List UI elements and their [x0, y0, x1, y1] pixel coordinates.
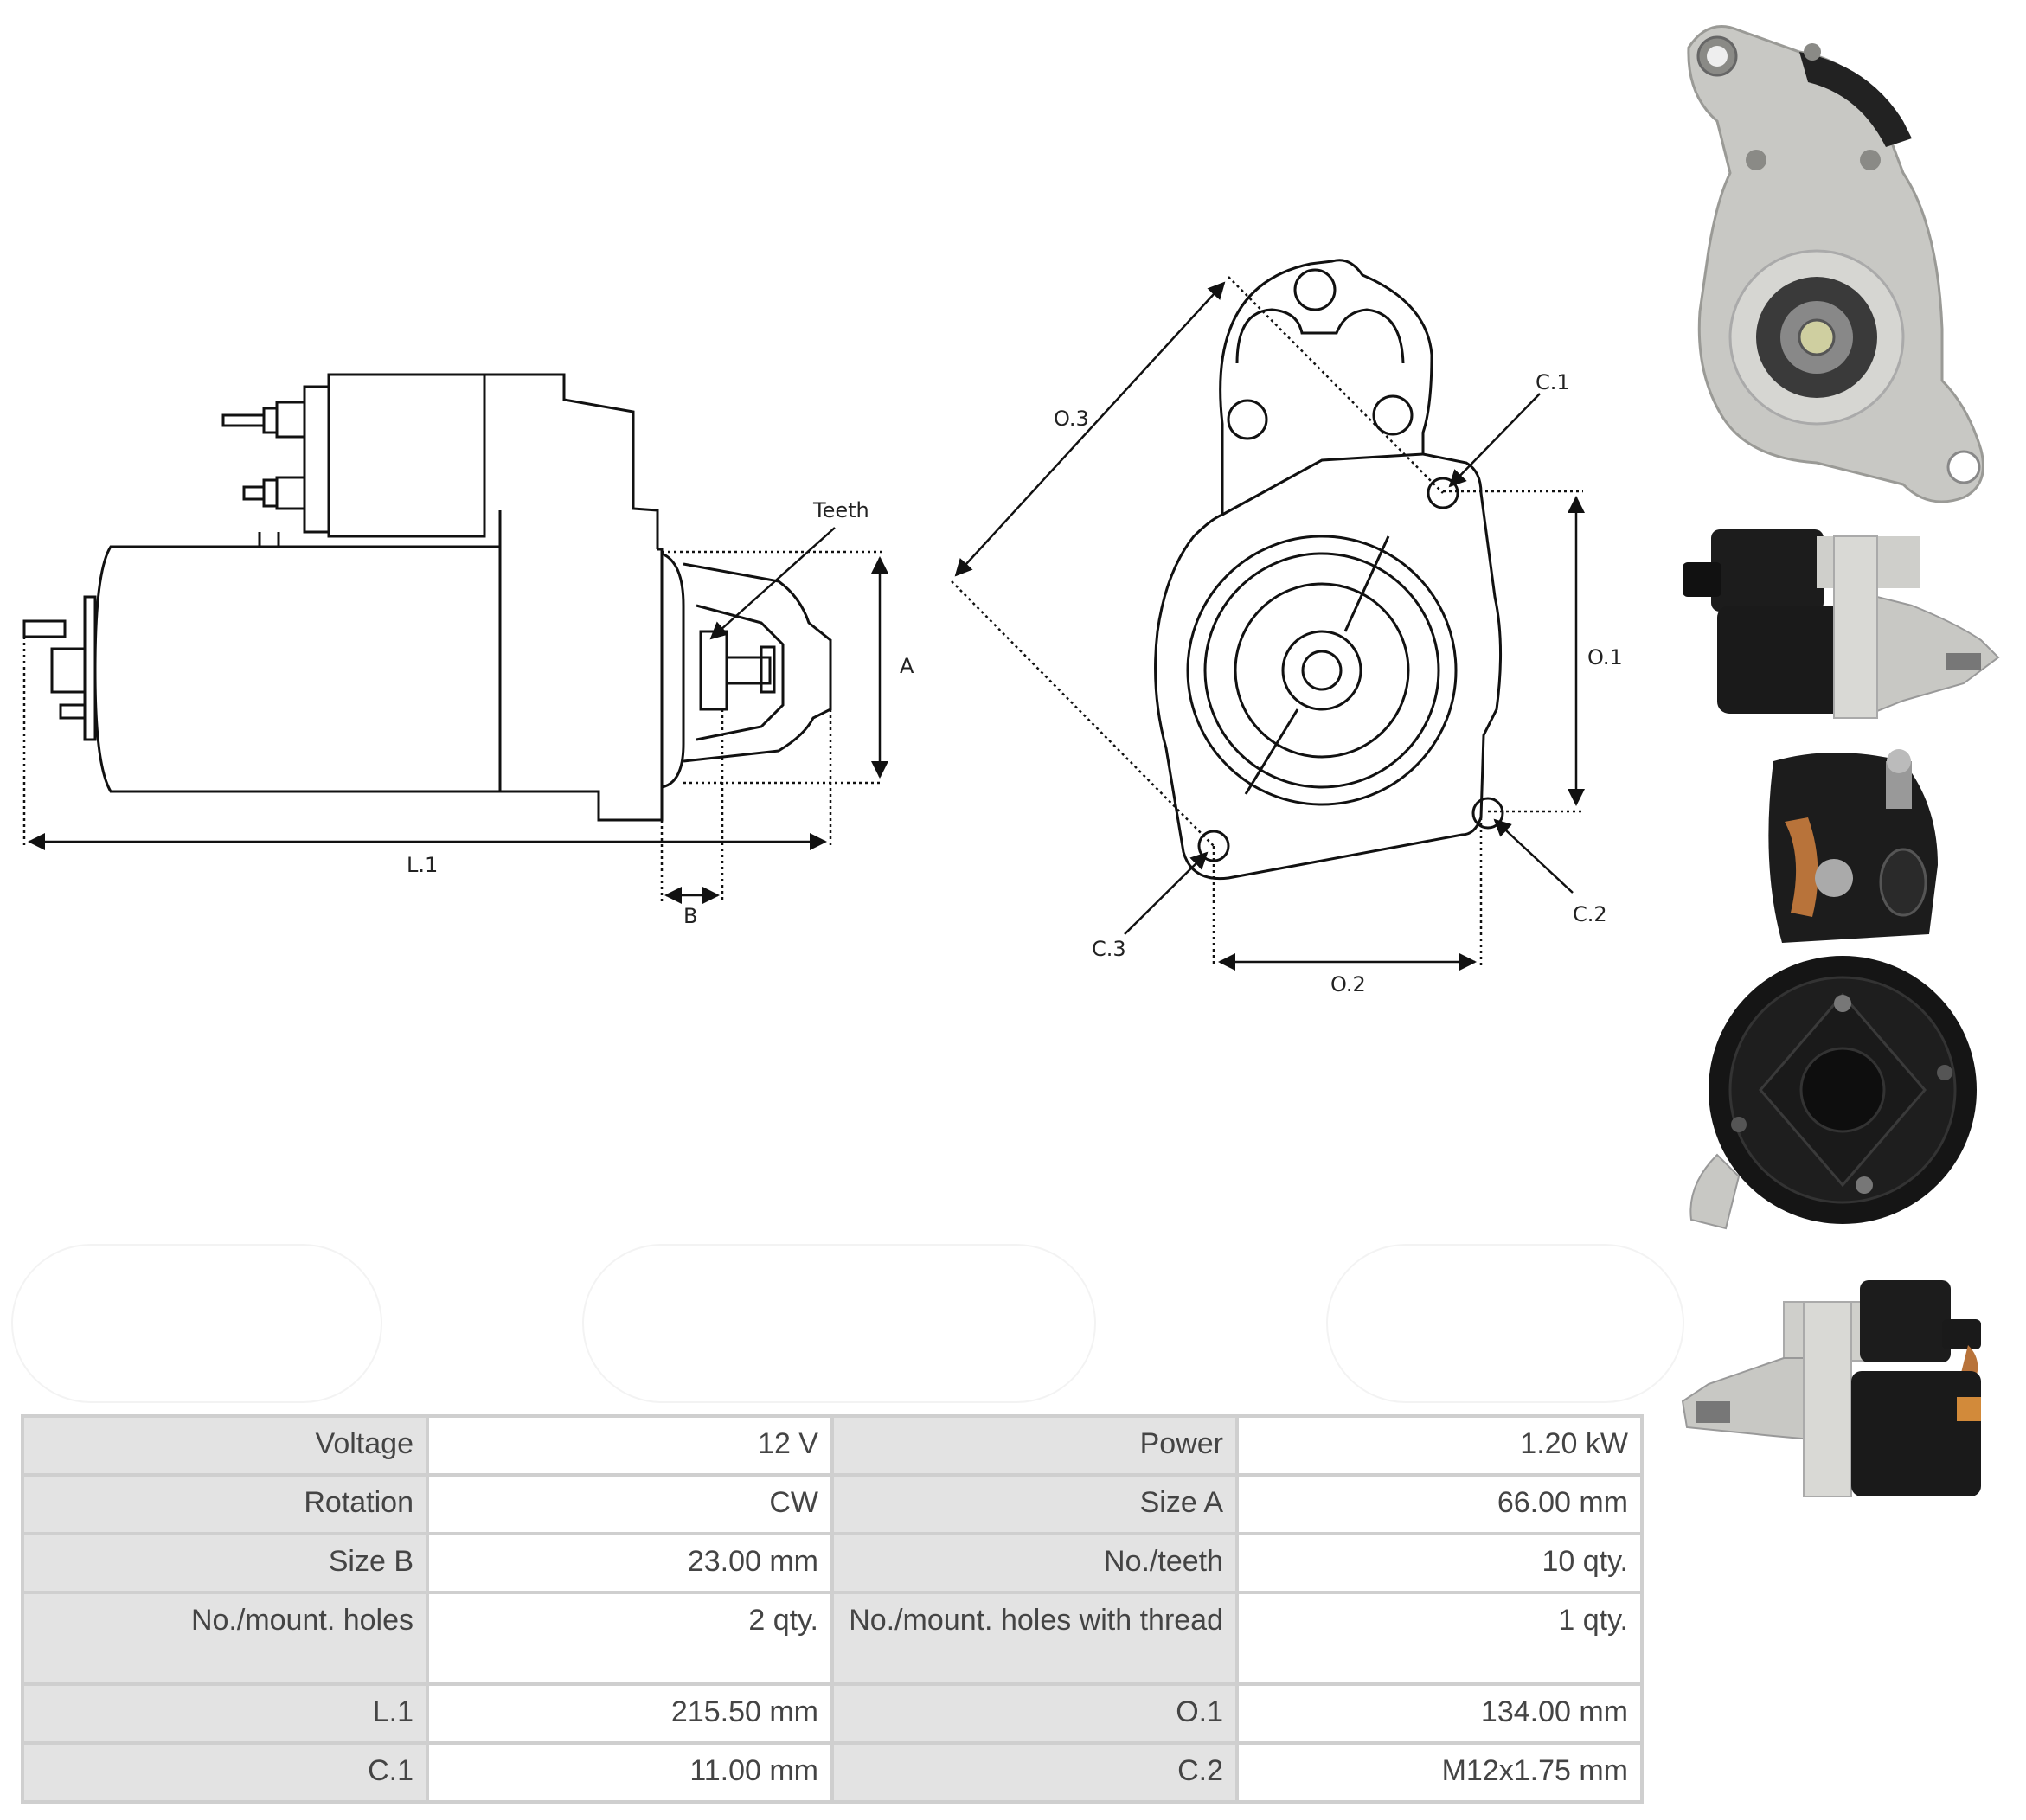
pinion-gear — [699, 630, 728, 711]
spec-label: No./mount. holes — [21, 1591, 429, 1686]
spec-table: Voltage 12 V Power 1.20 kW Rotation CW S… — [21, 1414, 1644, 1804]
housing-inner-ring — [1203, 552, 1440, 789]
terminal-stud-lower — [242, 476, 306, 510]
placeholder-shape-3 — [1328, 1246, 1683, 1401]
nose-flange — [661, 552, 685, 789]
placeholder-shape-2 — [584, 1246, 1094, 1401]
bore-ring — [1234, 582, 1410, 759]
teeth-label: Teeth — [812, 498, 869, 522]
c2-label: C.2 — [1573, 902, 1607, 926]
pinion-nose — [683, 562, 832, 763]
c3-leader — [1124, 851, 1209, 935]
pinion-shaft — [727, 656, 772, 685]
drive-housing-bottom — [500, 548, 664, 822]
mounting-flange — [1154, 259, 1503, 881]
table-row: C.1 11.00 mm C.2 M12x1.75 mm — [21, 1741, 1644, 1804]
shaft-boss — [1281, 630, 1362, 711]
spec-value: 23.00 mm — [426, 1532, 834, 1594]
spec-value: 134.00 mm — [1235, 1682, 1644, 1745]
spec-label: L.1 — [21, 1682, 429, 1745]
upper-left-hole — [1227, 399, 1268, 440]
spec-label: Size A — [830, 1473, 1239, 1535]
solenoid-foot — [258, 532, 280, 548]
dim-o3-ext-bottom — [951, 580, 1215, 847]
spec-value: CW — [426, 1473, 834, 1535]
end-cap — [83, 595, 97, 741]
pinion-collar — [760, 645, 776, 694]
terminal-stud-upper — [221, 401, 306, 439]
section-line — [1244, 535, 1390, 795]
dim-o1-label: O.1 — [1587, 645, 1623, 670]
spec-value: 66.00 mm — [1235, 1473, 1644, 1535]
brush-holder — [50, 647, 87, 694]
spec-value: 11.00 mm — [426, 1741, 834, 1804]
spec-label: Power — [830, 1414, 1239, 1477]
flange-lobe-inner — [1235, 308, 1405, 364]
teeth-leader — [709, 527, 836, 640]
spec-label: Voltage — [21, 1414, 429, 1477]
c2-leader — [1493, 818, 1574, 894]
spec-value: 10 qty. — [1235, 1532, 1644, 1594]
photo-drive-end — [1687, 25, 1984, 503]
spec-label: No./mount. holes with thread — [830, 1591, 1239, 1686]
motor-body — [93, 545, 502, 793]
table-row: No./mount. holes 2 qty. No./mount. holes… — [21, 1591, 1644, 1686]
photo-side-lower — [1681, 1280, 1981, 1497]
side-view: A L.1 B Teeth — [22, 373, 914, 928]
spec-value: 215.50 mm — [426, 1682, 834, 1745]
top-hole — [1293, 268, 1337, 311]
dim-a-label: A — [900, 654, 914, 678]
pinion-inner — [696, 604, 785, 741]
c3-label: C.3 — [1092, 937, 1126, 961]
shaft-bore — [1301, 650, 1343, 691]
dim-b-label: B — [683, 904, 697, 928]
c1-label: C.1 — [1536, 370, 1570, 394]
placeholder-shape-1 — [13, 1246, 381, 1401]
hole-c1 — [1427, 477, 1459, 509]
table-row: Rotation CW Size A 66.00 mm — [21, 1473, 1644, 1535]
spec-label: Rotation — [21, 1473, 429, 1535]
rear-bolt — [59, 703, 87, 720]
dim-o2-label: O.2 — [1330, 972, 1366, 997]
photo-commutator-end — [1689, 749, 1977, 1230]
spec-value: 1 qty. — [1235, 1591, 1644, 1686]
rear-stud — [22, 619, 67, 638]
table-row: Size B 23.00 mm No./teeth 10 qty. — [21, 1532, 1644, 1594]
upper-right-hole — [1372, 394, 1414, 436]
spec-label: C.1 — [21, 1741, 429, 1804]
solenoid-cap — [303, 385, 330, 534]
drive-housing-top — [484, 373, 659, 549]
dim-o3-arrow — [954, 281, 1226, 577]
spec-value: M12x1.75 mm — [1235, 1741, 1644, 1804]
spec-value: 1.20 kW — [1235, 1414, 1644, 1477]
spec-label: Size B — [21, 1532, 429, 1594]
spec-label: C.2 — [830, 1741, 1239, 1804]
c1-leader — [1448, 393, 1541, 488]
dim-o3-label: O.3 — [1054, 407, 1089, 431]
table-row: L.1 215.50 mm O.1 134.00 mm — [21, 1682, 1644, 1745]
spec-value: 12 V — [426, 1414, 834, 1477]
dim-l1-label: L.1 — [407, 853, 438, 877]
dim-o3-ext-top — [1228, 276, 1444, 494]
hole-c2 — [1471, 797, 1504, 830]
front-view: O.3 O.1 O.2 C.1 C.2 C.3 — [951, 259, 1623, 997]
solenoid-body — [327, 373, 486, 538]
housing-outer-ring — [1186, 535, 1458, 806]
spec-value: 2 qty. — [426, 1591, 834, 1686]
table-row: Voltage 12 V Power 1.20 kW — [21, 1414, 1644, 1477]
spec-label: No./teeth — [830, 1532, 1239, 1594]
flange-top-edge — [1221, 452, 1424, 516]
spec-label: O.1 — [830, 1682, 1239, 1745]
photo-side-small — [1683, 529, 2000, 720]
